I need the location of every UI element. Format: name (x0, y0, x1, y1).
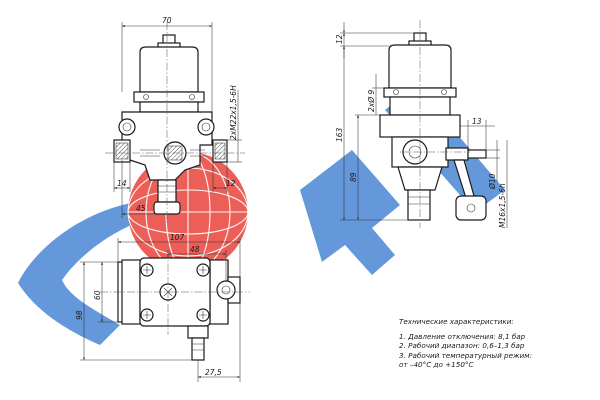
dim-top-height-inner: 60 (93, 290, 102, 300)
dim-front-thread: 2хM22x1,5-6H (229, 85, 238, 140)
front-view: 70 2хM22x1,5-6H 14 12 45 (105, 16, 245, 222)
dim-side-height-total: 163 (335, 127, 344, 142)
dim-front-right-offset: 12 (226, 179, 236, 188)
dim-side-right: 13 (472, 117, 482, 126)
technical-specs: Технические характеристики: 1. Давление … (399, 317, 595, 370)
spec-item: 3. Рабочий температурный режим: (399, 350, 533, 360)
dim-top-height: 98 (75, 310, 84, 320)
dim-top-width: 107 (170, 233, 185, 242)
dim-top-width-inner: 48 (190, 245, 200, 254)
spec-item: 1. Давление отключения: 8,1 бар (399, 331, 526, 341)
specs-title: Технические характеристики: (399, 317, 514, 326)
screw-icon (140, 263, 210, 322)
dim-top-offset: 27,5 (205, 368, 222, 377)
dim-side-top: 12 (335, 34, 344, 44)
dim-side-holes: 2хØ 9 (367, 90, 376, 112)
dim-side-height-lower: 89 (349, 172, 358, 182)
dim-front-bottom: 45 (136, 204, 146, 213)
top-view: 107 48 98 60 27,5 (75, 233, 250, 382)
dim-front-width: 70 (162, 16, 172, 25)
watermark-letter-r (300, 150, 400, 275)
dim-side-thread: M16x1,5-6h (498, 183, 507, 228)
side-view: 12 2хØ 9 163 89 13 Ø10 M16x1,5-6h (335, 20, 508, 228)
watermark-letter-s (18, 200, 170, 345)
dim-side-diameter: Ø10 (488, 173, 497, 190)
spec-item: от –40°С до +150°С (399, 360, 474, 370)
spec-item: 2. Рабочий диапазон: 0,6–1,3 бар (399, 341, 525, 351)
